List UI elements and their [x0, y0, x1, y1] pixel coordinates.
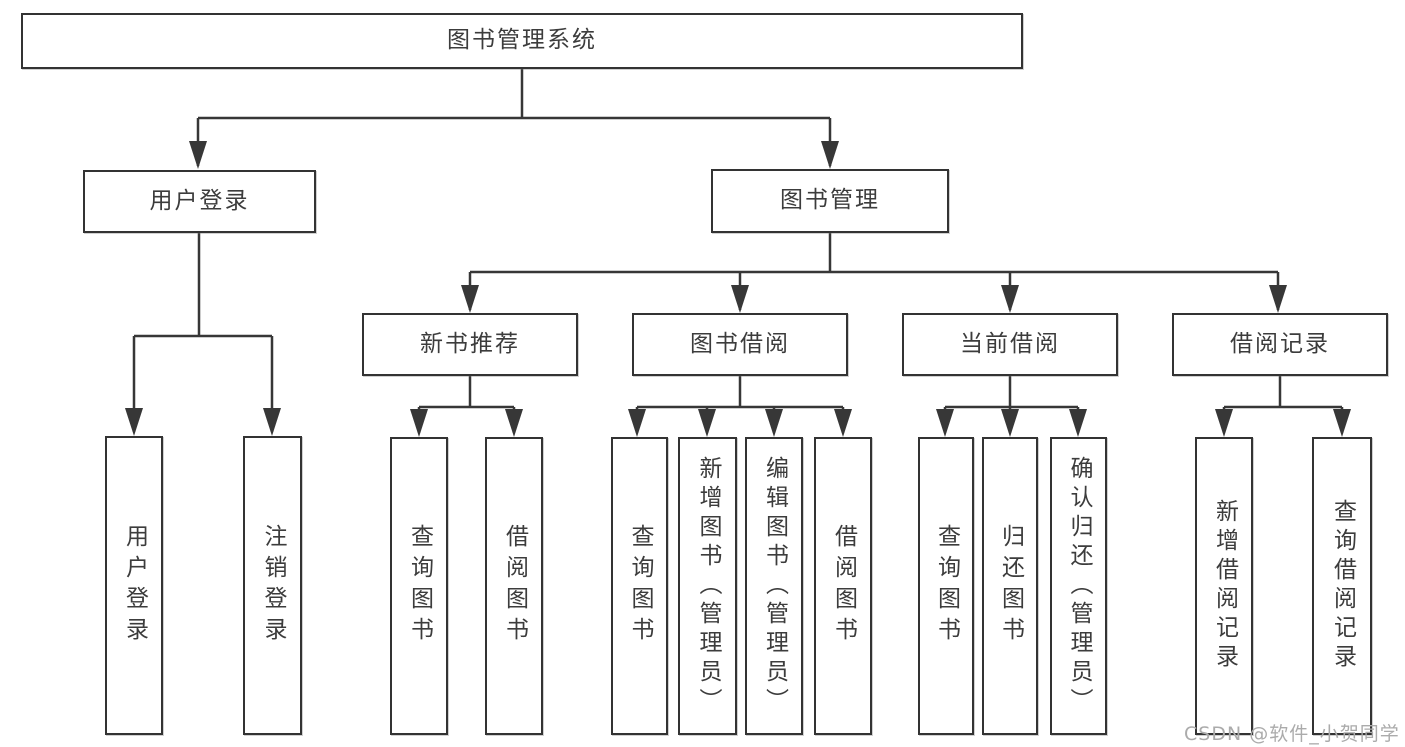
arrow-down-icon — [1069, 409, 1087, 437]
node-borrow-record: 借阅记录 — [1172, 313, 1388, 376]
node-current-borrow: 当前借阅 — [902, 313, 1118, 376]
csdn-watermark: CSDN @软件_小贺同学 — [1184, 723, 1400, 745]
node-user-auth: 用户登录 — [83, 170, 316, 233]
arrow-down-icon — [189, 141, 207, 169]
leaf-user-login: 用户登录 — [105, 436, 163, 735]
arrow-down-icon — [263, 408, 281, 436]
leaf-rec-query-book: 查询图书 — [390, 437, 448, 735]
arrow-down-icon — [125, 408, 143, 436]
node-root-label: 图书管理系统 — [447, 27, 597, 54]
leaf-bb-query-book: 查询图书 — [611, 437, 668, 735]
leaf-bb-borrow-book-label: 借阅图书 — [830, 524, 857, 648]
leaf-br-query-record: 查询借阅记录 — [1312, 437, 1372, 735]
node-root: 图书管理系统 — [21, 13, 1023, 69]
node-book-borrow-label: 图书借阅 — [690, 330, 790, 357]
leaf-cb-return-book-label: 归还图书 — [997, 524, 1024, 648]
arrow-down-icon — [834, 409, 852, 437]
arrow-down-icon — [765, 409, 783, 437]
arrow-down-icon — [731, 285, 749, 313]
leaf-rec-borrow-book-label: 借阅图书 — [501, 524, 528, 648]
node-new-book-rec: 新书推荐 — [362, 313, 578, 376]
leaf-bb-borrow-book: 借阅图书 — [814, 437, 872, 735]
leaf-bb-edit-book-label: 编辑图书（管理员） — [761, 455, 788, 717]
arrow-down-icon — [461, 285, 479, 313]
arrow-down-icon — [410, 409, 428, 437]
arrow-down-icon — [1001, 285, 1019, 313]
leaf-logout-label: 注销登录 — [260, 523, 286, 648]
leaf-logout: 注销登录 — [243, 436, 302, 735]
node-borrow-record-label: 借阅记录 — [1230, 330, 1330, 357]
arrow-down-icon — [821, 141, 839, 169]
leaf-br-add-record-label: 新增借阅记录 — [1211, 499, 1238, 673]
node-book-mgmt: 图书管理 — [711, 169, 949, 233]
leaf-cb-confirm-return: 确认归还（管理员） — [1050, 437, 1107, 735]
leaf-bb-add-book-label: 新增图书（管理员） — [695, 455, 721, 717]
arrow-down-icon — [1001, 409, 1019, 437]
node-current-borrow-label: 当前借阅 — [960, 330, 1060, 357]
arrow-down-icon — [505, 409, 523, 437]
leaf-cb-confirm-return-label: 确认归还（管理员） — [1066, 455, 1092, 717]
arrow-down-icon — [698, 409, 716, 437]
node-book-mgmt-label: 图书管理 — [780, 187, 880, 214]
arrow-down-icon — [1215, 409, 1233, 437]
leaf-user-login-label: 用户登录 — [121, 523, 148, 648]
leaf-rec-query-book-label: 查询图书 — [406, 524, 433, 648]
leaf-cb-query-book-label: 查询图书 — [933, 524, 960, 648]
node-book-borrow: 图书借阅 — [632, 313, 848, 376]
arrow-down-icon — [936, 409, 954, 437]
leaf-bb-query-book-label: 查询图书 — [627, 524, 653, 648]
leaf-bb-edit-book: 编辑图书（管理员） — [745, 437, 803, 735]
arrow-down-icon — [1269, 285, 1287, 313]
node-new-book-rec-label: 新书推荐 — [420, 330, 520, 357]
leaf-br-add-record: 新增借阅记录 — [1195, 437, 1253, 735]
arrow-down-icon — [628, 409, 646, 437]
leaf-br-query-record-label: 查询借阅记录 — [1329, 499, 1356, 673]
leaf-cb-query-book: 查询图书 — [918, 437, 974, 735]
leaf-rec-borrow-book: 借阅图书 — [485, 437, 543, 735]
arrow-down-icon — [1333, 409, 1351, 437]
leaf-cb-return-book: 归还图书 — [982, 437, 1038, 735]
leaf-bb-add-book: 新增图书（管理员） — [678, 437, 737, 735]
node-user-auth-label: 用户登录 — [149, 187, 250, 214]
